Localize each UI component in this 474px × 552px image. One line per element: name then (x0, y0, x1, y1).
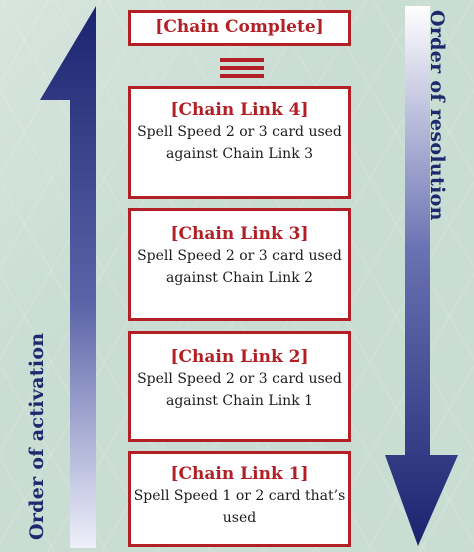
chain-link-2-box: [Chain Link 2] Spell Speed 2 or 3 card u… (128, 331, 351, 442)
chain-link-2-desc-line: Spell Speed 2 or 3 card used (137, 371, 342, 387)
chain-complete-title: [Chain Complete] (155, 17, 324, 37)
chain-link-3-desc-line: against Chain Link 2 (165, 270, 314, 286)
chain-link-3-desc-line: Spell Speed 2 or 3 card used (137, 248, 342, 264)
chain-link-1-title: [Chain Link 1] (170, 464, 309, 484)
chain-link-3-box: [Chain Link 3] Spell Speed 2 or 3 card u… (128, 208, 351, 321)
chain-link-1-desc-line: Spell Speed 1 or 2 card that’s (133, 488, 346, 504)
equals-bar (220, 74, 264, 78)
chain-complete-box: [Chain Complete] (128, 10, 351, 46)
chain-link-4-box: [Chain Link 4] Spell Speed 2 or 3 card u… (128, 86, 351, 199)
activation-arrow (40, 6, 96, 548)
chain-link-2-title: [Chain Link 2] (170, 347, 309, 367)
chain-link-1-desc-line: used (222, 510, 257, 526)
equals-bar (220, 58, 264, 62)
chain-link-4-desc-line: Spell Speed 2 or 3 card used (137, 124, 342, 140)
equals-bar (220, 66, 264, 70)
order-of-resolution-label: Order of resolution (426, 10, 448, 221)
order-of-activation-label: Order of activation (26, 332, 48, 540)
chain-link-1-box: [Chain Link 1] Spell Speed 1 or 2 card t… (128, 451, 351, 547)
resolution-arrow (385, 6, 458, 546)
chain-link-3-title: [Chain Link 3] (170, 224, 309, 244)
chain-link-4-title: [Chain Link 4] (170, 100, 309, 120)
chain-link-4-desc-line: against Chain Link 3 (165, 146, 314, 162)
chain-link-2-desc-line: against Chain Link 1 (165, 393, 314, 409)
